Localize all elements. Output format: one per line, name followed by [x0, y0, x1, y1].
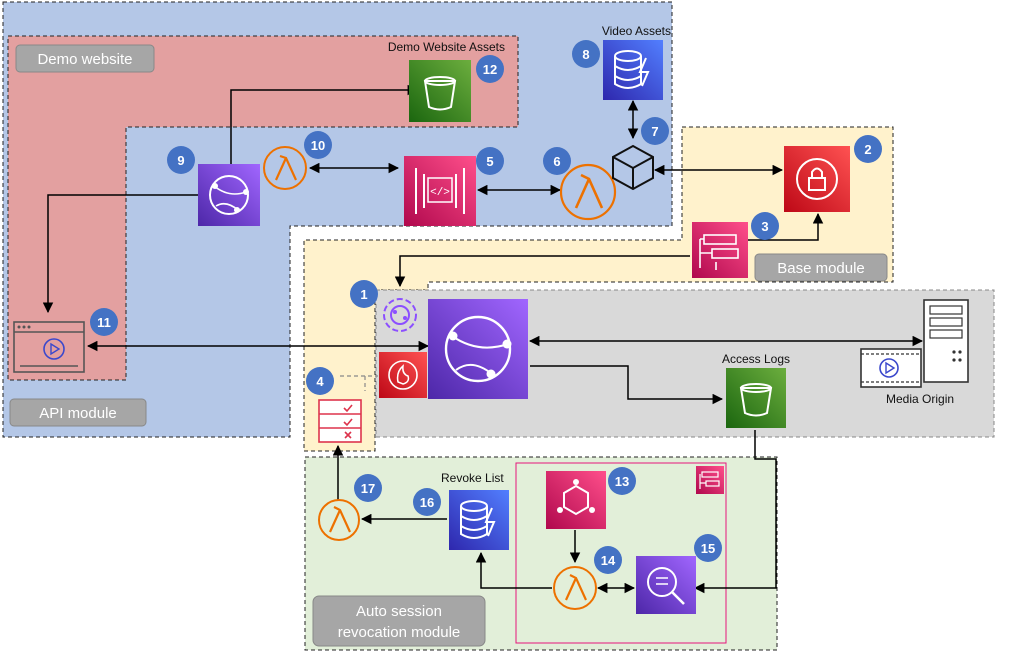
s3-bucket-icon: [409, 60, 471, 122]
step-badge-4: 4: [306, 367, 334, 395]
svg-text:8: 8: [582, 47, 589, 62]
video-assets-label: Video Assets: [602, 24, 671, 38]
svg-text:16: 16: [420, 495, 434, 510]
cache-cube-icon: [612, 144, 654, 191]
api-gateway-icon: </>: [404, 156, 476, 226]
svg-text:</>: </>: [430, 187, 450, 199]
step-functions-group: [515, 462, 727, 644]
svg-text:15: 15: [701, 541, 715, 556]
arrow-stepfunc-to-config: [394, 255, 690, 288]
svg-text:14: 14: [601, 553, 616, 568]
dynamodb-icon: [449, 490, 509, 550]
lambda-icon: [263, 146, 307, 190]
arrow-stepfunc-to-secrets: [720, 212, 824, 241]
athena-icon: [636, 556, 696, 614]
step-badge-12: 12: [476, 55, 504, 83]
svg-text:11: 11: [97, 315, 111, 330]
svg-text:3: 3: [761, 219, 768, 234]
demo-website-assets-label: Demo Website Assets: [388, 40, 505, 54]
auto-session-label-line1: Auto session: [356, 603, 442, 620]
step-badge-14: 14: [594, 546, 622, 574]
s3-bucket-icon: [726, 368, 786, 428]
step-badge-7: 7: [641, 117, 669, 145]
step-functions-icon: [692, 222, 748, 278]
demo-website-label: Demo website: [37, 51, 132, 68]
step-badge-16: 16: [413, 488, 441, 516]
svg-text:4: 4: [316, 374, 324, 389]
demo-website-tag: Demo website: [15, 44, 155, 73]
step-badge-3: 3: [751, 212, 779, 240]
svg-text:2: 2: [864, 142, 871, 157]
step-badge-8: 8: [572, 40, 600, 68]
step-badge-2: 2: [854, 135, 882, 163]
step-badge-6: 6: [543, 147, 571, 175]
base-module-tag: Base module: [754, 253, 888, 282]
arrow-lambda14-to-ddb: [475, 551, 552, 589]
svg-text:17: 17: [361, 481, 375, 496]
svg-text:7: 7: [651, 124, 658, 139]
lambda-icon: [318, 499, 360, 541]
cloudfront-icon: [198, 164, 260, 226]
cloudfront-distribution-icon: [428, 299, 528, 399]
step-badge-17: 17: [354, 474, 382, 502]
svg-text:1: 1: [360, 287, 367, 302]
auto-session-label-line2: revocation module: [338, 624, 461, 641]
arrow-cloudfront-to-logs: [530, 365, 724, 405]
waf-icon: [379, 352, 427, 398]
step-badge-11: 11: [90, 308, 118, 336]
video-file-icon: [860, 348, 922, 388]
arrow-cloudfront-to-assets: [230, 84, 419, 164]
eventbridge-icon: [546, 471, 606, 529]
step-functions-icon: [696, 466, 724, 494]
auto-session-tag: Auto session revocation module: [312, 595, 486, 647]
access-logs-label: Access Logs: [722, 352, 790, 366]
server-icon: [923, 299, 969, 383]
arrow-logs-to-athena: [693, 430, 777, 594]
step-badge-5: 5: [476, 147, 504, 175]
api-module-label: API module: [39, 405, 117, 422]
connectors: [42, 84, 924, 594]
step-badge-9: 9: [167, 146, 195, 174]
waf-ip-set-icon: [318, 399, 362, 443]
lambda-icon: [559, 163, 617, 221]
waf-dashed-link: [340, 375, 378, 391]
video-player-icon: [13, 321, 85, 373]
demo-website-area: [7, 35, 519, 381]
dynamodb-icon: [603, 40, 663, 100]
svg-text:13: 13: [615, 474, 629, 489]
svg-text:6: 6: [553, 154, 560, 169]
step-badge-1: 1: [350, 280, 378, 308]
svg-text:12: 12: [483, 62, 497, 77]
step-badge-13: 13: [608, 467, 636, 495]
step-badges: 1 2 3 4 5 6 7 8 9 10 11 12 13 14 15 16 1…: [90, 40, 882, 574]
config-gear-icon: [383, 298, 417, 332]
base-module-label: Base module: [777, 260, 865, 277]
svg-text:10: 10: [311, 138, 325, 153]
svg-text:9: 9: [177, 153, 184, 168]
revoke-list-label: Revoke List: [441, 471, 504, 485]
step-badge-10: 10: [304, 131, 332, 159]
svg-text:5: 5: [486, 154, 493, 169]
lambda-icon: [553, 566, 597, 610]
secrets-manager-icon: [784, 146, 850, 212]
arrow-cloudfront-to-player: [42, 194, 198, 314]
api-module-tag: API module: [9, 398, 147, 427]
step-badge-15: 15: [694, 534, 722, 562]
media-origin-label: Media Origin: [886, 392, 954, 406]
